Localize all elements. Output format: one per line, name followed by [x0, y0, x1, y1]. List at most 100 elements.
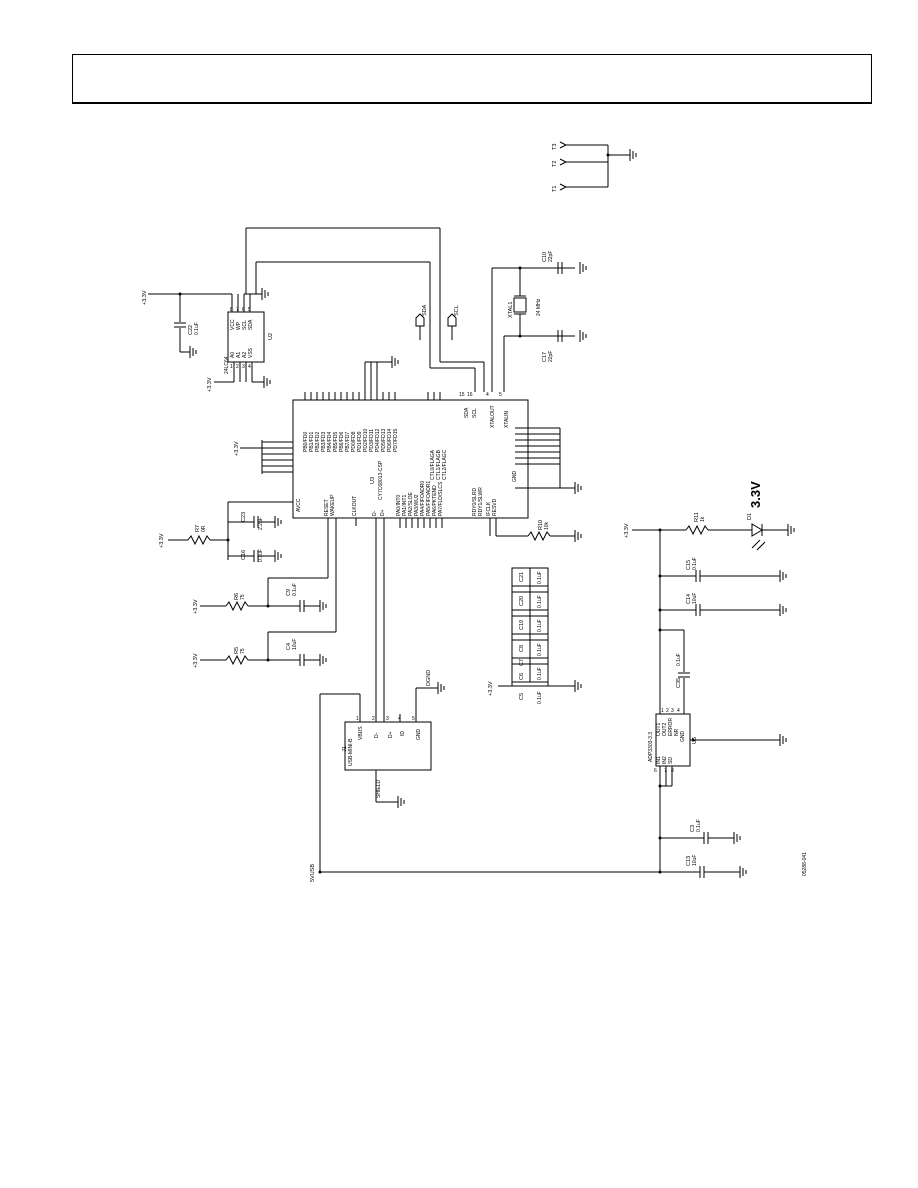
u3-vcc-pins-left: +3.3V AVCC	[234, 440, 302, 512]
page-header-frame	[72, 54, 872, 104]
reset-wakeup-network: +3.3V R6 75 C9 0.1uF +3.3V R5 75 C4 10uF	[193, 577, 336, 668]
c23-ref: C23	[241, 512, 247, 522]
j1-pin-num-3: 3	[386, 716, 389, 722]
u3-pin-num-xtalin: 5	[499, 392, 502, 398]
u2-part: 24LC64	[224, 356, 230, 374]
u2-pin-a1: A1	[236, 352, 242, 358]
bypass-capacitor-bank: +3.3V C21 0.1uF C20 0.1uF C19 0.1uF C8 0…	[488, 567, 582, 704]
u3-pin-avcc: AVCC	[296, 498, 302, 512]
j1-pin-dminus: D-	[374, 732, 380, 738]
c14-value: 10uF	[692, 593, 698, 604]
u3-pin-pb5: PB5/FD5	[333, 431, 339, 452]
u2-pin-a2: A2	[242, 352, 248, 358]
scl-net-label: SCL	[454, 305, 460, 316]
c20-value: 0.1uF	[537, 595, 543, 608]
u3-pin-xtalout: XTALOUT	[490, 405, 496, 428]
u5-pin-in2: IN2	[662, 756, 668, 764]
j1-pin-num-1: 1	[356, 716, 359, 722]
r10-ref: R10	[538, 520, 544, 530]
r6-vcc-label: +3.3V	[193, 599, 199, 614]
j1-pin-id: ID	[400, 731, 406, 736]
u3-pin-ctl2: CTL2/FLAGC	[442, 449, 448, 480]
u2-pin-vcc: VCC	[230, 319, 236, 330]
u2-vcc-net-label: +3.3V	[207, 377, 213, 392]
r7-vcc-label: +3.3V	[159, 533, 165, 548]
u3-pin-pb3: PB3/FD3	[321, 431, 327, 452]
c35-value: 0.1uF	[676, 653, 682, 666]
regulator-output-caps: C15 0.1uF C14 10uF 0.1uF C35	[658, 528, 787, 714]
u5-pin-sd: SD	[668, 757, 674, 764]
u5-part: ADP3303-3.3	[648, 732, 654, 762]
u3-pin-num-sda: 15	[459, 392, 465, 398]
c19-ref: C19	[519, 620, 525, 630]
u3-pin-pd1: PD1/FD9	[357, 431, 363, 452]
u3-pin-pb6: PB6/FD6	[339, 431, 345, 452]
u3-pin-clkout: CLKOUT	[352, 496, 358, 516]
u3-pin-wakeup: WAKEUP	[330, 494, 336, 516]
t3-label: T3	[552, 144, 558, 150]
c6-ref: C6	[519, 673, 525, 680]
c21-ref: C21	[519, 572, 525, 582]
c3-ref: C3	[690, 825, 696, 832]
u3-pin-pd3: PD3/FD11	[369, 429, 375, 452]
u3-usb-controller: PB0/FD0 PB1/FD1 PB2/FD2 PB3/FD3 PB4/FD4 …	[234, 355, 582, 716]
u2-eeprom: A0 A1 A2 VSS VCC WP SCL SDA 24LC64 U2 8 …	[207, 287, 274, 392]
c21-value: 0.1uF	[537, 571, 543, 584]
j1-part: USB-MINI-B	[348, 738, 354, 766]
u3-pin-pa1: PA1/INT1	[402, 494, 408, 516]
u3-pin-pd5: PD5/FD13	[381, 428, 387, 452]
c4-value: 10uF	[292, 639, 298, 650]
u3-pin-pd7: PD7/FD15	[393, 428, 399, 452]
u3-pin-pa0: PA0/INT0	[396, 494, 402, 516]
u3-pin-num-xtalout: 4	[486, 392, 489, 398]
bypass-vcc-label: +3.3V	[488, 681, 494, 696]
r5-ref: R5	[234, 647, 240, 654]
sda-net-label: SDA	[422, 304, 428, 316]
u5-pin-out2: OUT2	[662, 722, 668, 736]
u3-pin-scl: SCL	[472, 408, 478, 418]
u5-pin-gnd: GND	[680, 731, 686, 743]
j1-usb-connector: DGND J1 USB-MINI-B VBUS D- D+ ID GND 1 2…	[310, 660, 700, 882]
figure-id: 05288-041	[802, 852, 808, 876]
u3-pin-pd0: PD0/FD8	[351, 431, 357, 452]
c19-value: 0.1uF	[537, 619, 543, 632]
regulator-input-caps: C3 0.1uF C13 10uF	[660, 819, 747, 879]
c7-value: 0.1uF	[537, 667, 543, 680]
c22-ref: C22	[188, 325, 194, 335]
u3-pin-ctl0: CTL0/FLAGA	[430, 449, 436, 480]
u3-vcc-pins-right: GND	[512, 427, 582, 495]
j1-pin-num-2: 2	[372, 716, 375, 722]
r11-value: 1k	[700, 516, 706, 522]
u5-pin-num-3: 3	[671, 708, 674, 714]
u3-pin-pa2: PA2/SLOE	[408, 492, 414, 516]
vcc-rail-label: +3.3V	[142, 290, 148, 305]
r11-ref: R11	[694, 512, 700, 522]
c22-decoupling: +3.3V C22 0.1uF	[142, 290, 232, 359]
c8-value: 0.1uF	[537, 643, 543, 656]
u2-pin-num-4: 4	[248, 364, 251, 370]
u2-pin-vss: VSS	[248, 347, 254, 358]
led-vcc-label: +3.3V	[624, 523, 630, 538]
u3-pin-pa7: PA7/FLD/SLCS	[438, 481, 444, 516]
u5-pin-nr: NR	[674, 728, 680, 736]
test-points: T1 T2 T3	[552, 141, 637, 192]
c13-ref: C13	[686, 856, 692, 866]
power-led: +3.3V R11 1k D1 3.3V	[624, 481, 795, 551]
c9-value: 0.1uF	[292, 583, 298, 596]
u3-pa-labels: PA0/INT0 PA1/INT1 PA2/SLOE PA3/WU2 PA4/F…	[396, 481, 444, 516]
u5-pin-out1: OUT1	[656, 722, 662, 736]
u5-pin-num-2: 2	[666, 708, 669, 714]
u3-pin-num-scl: 16	[467, 392, 473, 398]
c17-ref: C17	[542, 352, 548, 362]
u2-pin-num-2: 2	[236, 364, 239, 370]
c14-ref: C14	[686, 594, 692, 604]
u5-regulator: OUT1 OUT2 ERROR NR GND IN1 IN2 SD ADP330…	[648, 708, 787, 874]
u2-pin-num-1: 1	[230, 364, 233, 370]
u5-pin-num-6: 6	[654, 768, 657, 774]
u2-pin-sda: SDA	[248, 319, 254, 330]
j1-shield-label: SHIELD	[376, 780, 382, 798]
u3-pin-sda: SDA	[464, 407, 470, 418]
u3-pin-pb7: PB7/FD7	[345, 431, 351, 452]
u5-pin-num-5: 5	[692, 738, 695, 744]
